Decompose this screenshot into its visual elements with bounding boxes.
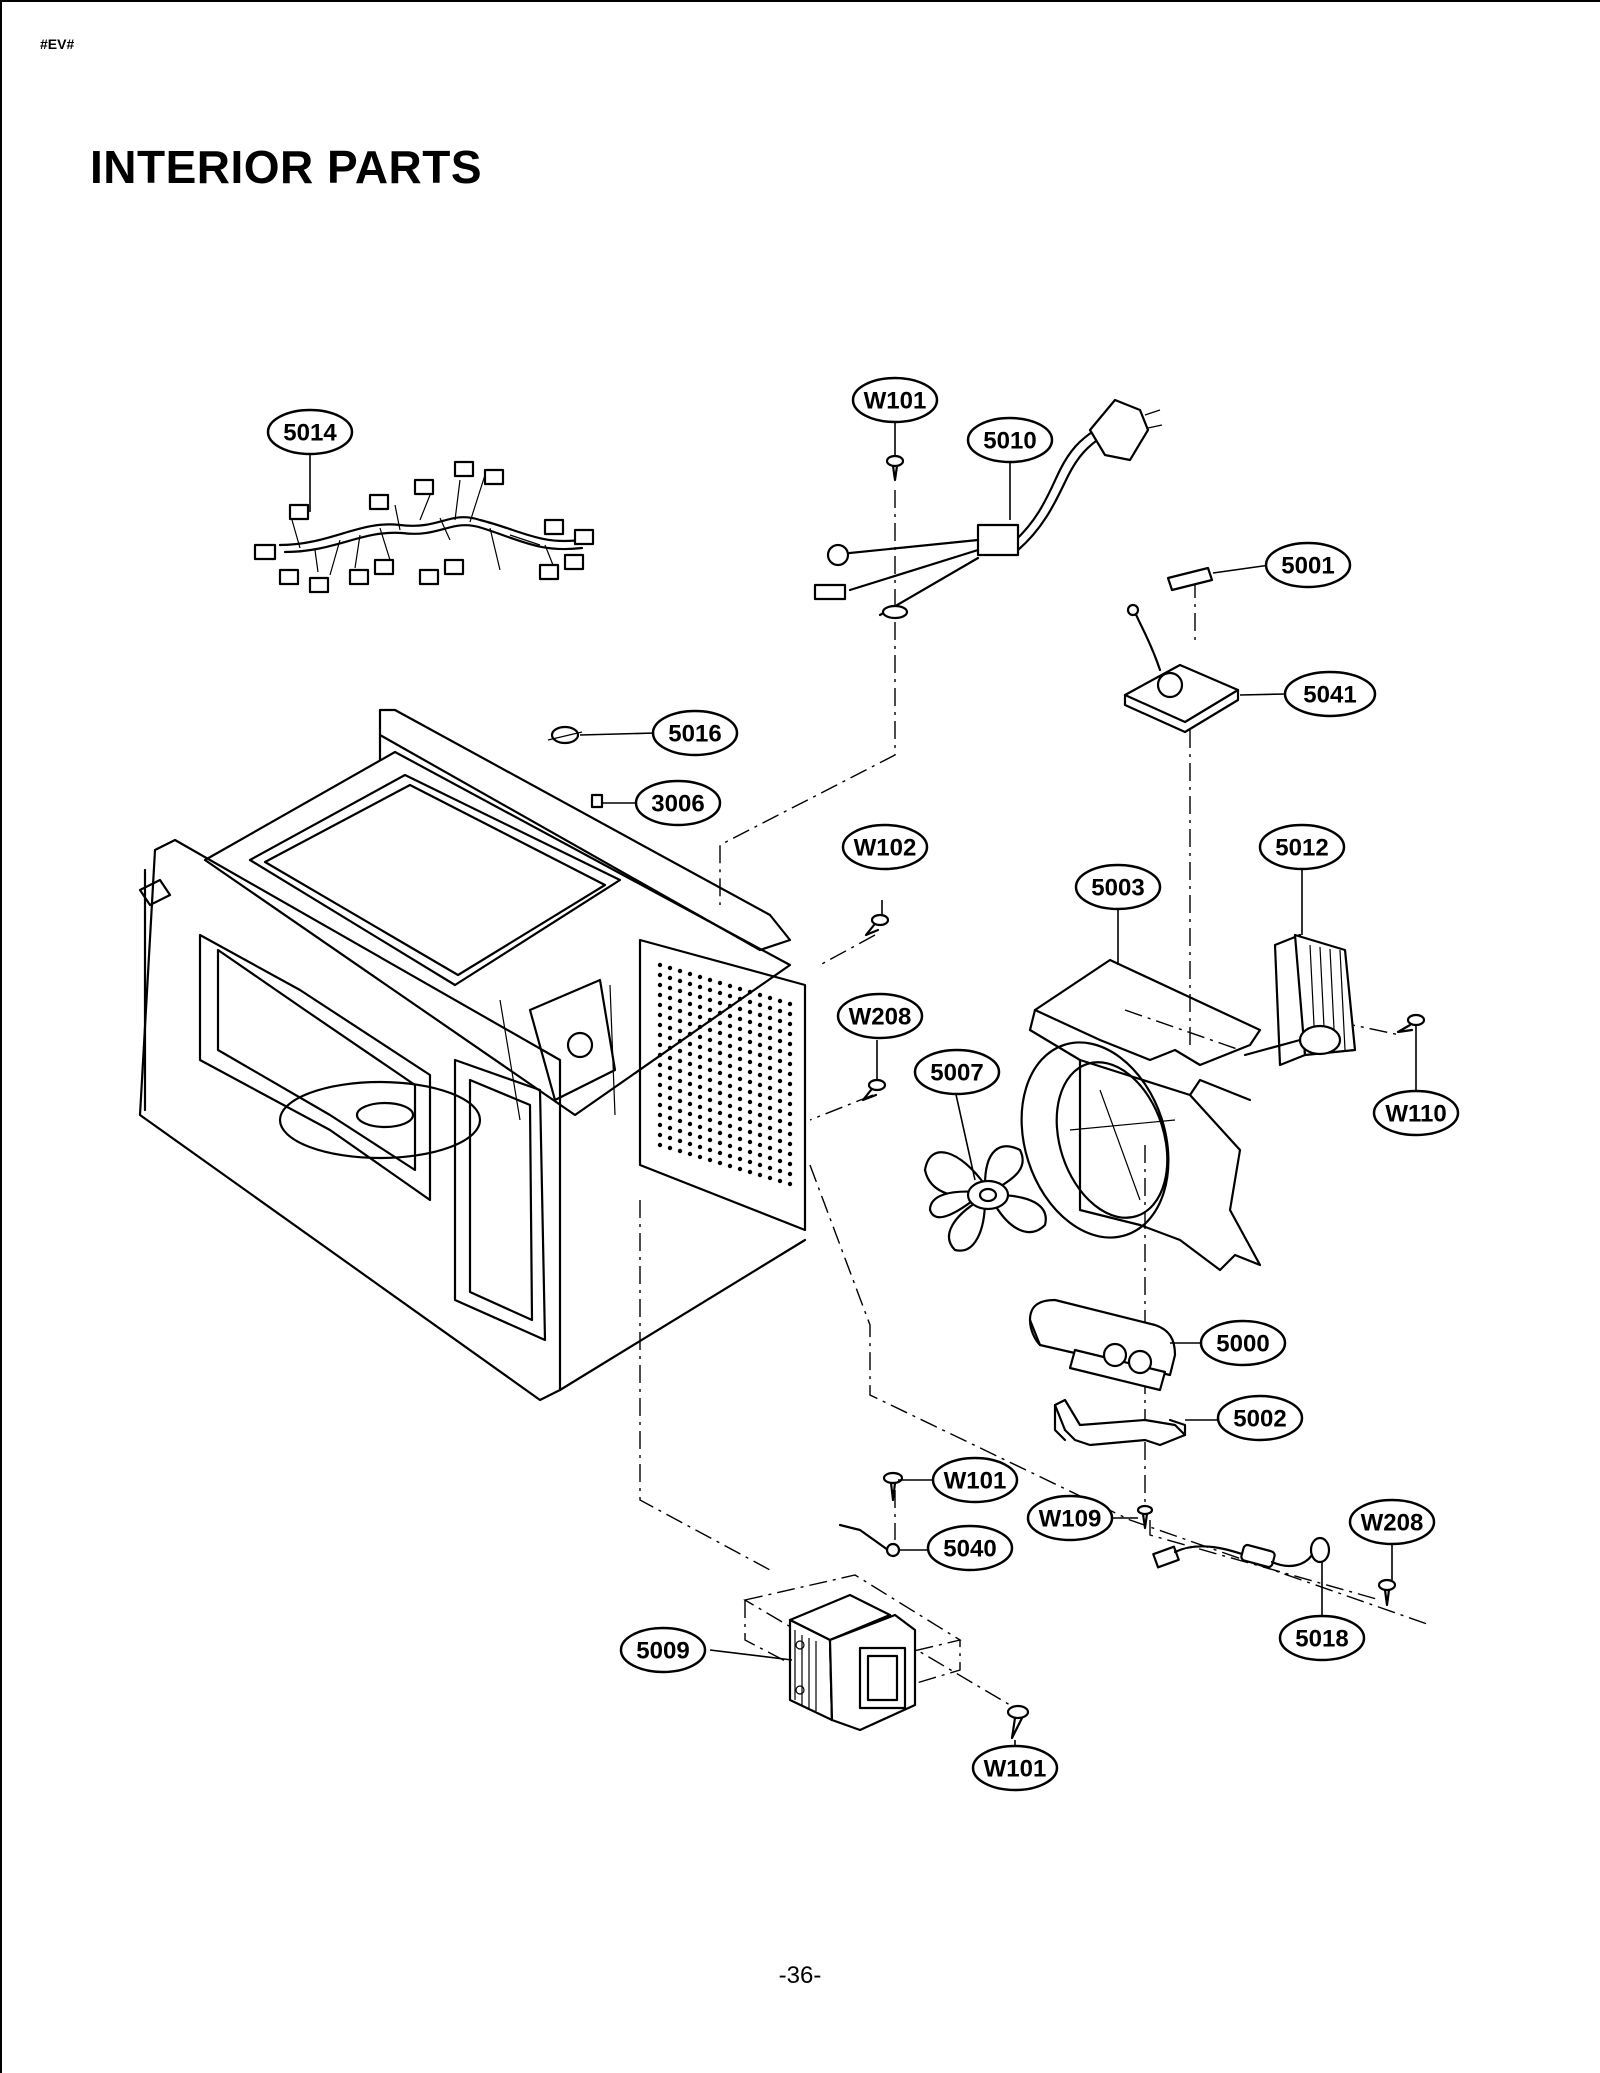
page-title: INTERIOR PARTS [90,141,483,193]
callout-3006: 3006 [634,779,722,827]
noise-filter-5041 [1123,603,1240,734]
switch-3006 [590,793,604,809]
callout-W208-mid: W208 [836,992,924,1040]
svg-text:5012: 5012 [1275,835,1328,862]
callout-W101-bottom: W101 [971,1744,1059,1792]
hv-diode-5018 [1152,1536,1331,1569]
page-number: -36- [778,1962,822,1989]
callout-5009: 5009 [619,1626,707,1674]
callout-5012: 5012 [1258,823,1346,871]
screw-W109 [1136,1504,1154,1530]
callout-5001: 5001 [1264,541,1352,589]
svg-text:5002: 5002 [1233,1406,1286,1433]
callout-5016: 5016 [651,709,739,757]
page-border-left [0,0,2,2073]
svg-text:5003: 5003 [1091,875,1144,902]
callout-W109: W109 [1026,1494,1114,1542]
oven-cavity-assembly [138,708,807,1402]
ventilation-mesh [657,962,793,1187]
svg-text:W101: W101 [984,1756,1047,1783]
callout-5010: 5010 [966,416,1054,464]
screw-W101-bottom [1006,1704,1030,1740]
document-code: #EV# [40,36,75,52]
capacitor-5000 [1028,1298,1177,1392]
svg-text:3006: 3006 [651,791,704,818]
thermal-cutout-5016 [547,725,583,745]
screw-W110 [1396,1013,1426,1034]
svg-text:W208: W208 [1361,1510,1424,1537]
power-cord-5010 [813,398,1163,620]
screw-W101-top [885,454,905,482]
svg-text:W102: W102 [854,835,917,862]
assembly-guide-lines [639,490,1431,1706]
screw-W102 [864,913,890,937]
page-border-top [0,0,1600,2]
callout-5003: 5003 [1074,863,1162,911]
callout-W208-bottom: W208 [1348,1498,1436,1546]
svg-text:W101: W101 [864,388,927,415]
svg-text:5007: 5007 [930,1060,983,1087]
capacitor-bracket-5002 [1053,1398,1187,1447]
callout-W101-top: W101 [851,376,939,424]
spring-5040 [838,1523,901,1558]
callout-5018: 5018 [1278,1614,1366,1662]
callout-W101-mid: W101 [931,1456,1019,1504]
svg-text:5001: 5001 [1281,553,1334,580]
svg-text:5041: 5041 [1303,682,1356,709]
svg-text:W208: W208 [849,1004,912,1031]
callout-5007: 5007 [913,1048,1001,1096]
svg-text:5014: 5014 [283,420,337,447]
callout-5014: 5014 [266,408,354,456]
svg-text:5016: 5016 [668,721,721,748]
screw-W101-mid [882,1471,904,1502]
fan-motor-5012 [1243,933,1357,1067]
svg-text:W109: W109 [1039,1506,1102,1533]
svg-text:5040: 5040 [943,1536,996,1563]
svg-text:5018: 5018 [1295,1626,1348,1653]
callout-5000: 5000 [1199,1319,1287,1367]
callout-5002: 5002 [1216,1394,1304,1442]
callout-5041: 5041 [1283,670,1377,718]
fan-blade-5007 [923,1145,1047,1252]
screw-W208-mid [861,1078,887,1102]
svg-text:5010: 5010 [983,428,1036,455]
wire-harness-5014 [253,460,595,594]
callout-W102: W102 [841,823,929,871]
callout-5040: 5040 [926,1524,1014,1572]
screw-W208-bottom [1377,1578,1397,1607]
svg-text:5009: 5009 [636,1638,689,1665]
magnetron-5009 [743,1574,962,1732]
svg-text:W101: W101 [944,1468,1007,1495]
fuse-5001 [1166,566,1214,592]
svg-text:5000: 5000 [1216,1331,1269,1358]
callout-W110: W110 [1372,1089,1460,1137]
air-guide-5003 [1020,958,1262,1272]
svg-text:W110: W110 [1385,1101,1446,1128]
